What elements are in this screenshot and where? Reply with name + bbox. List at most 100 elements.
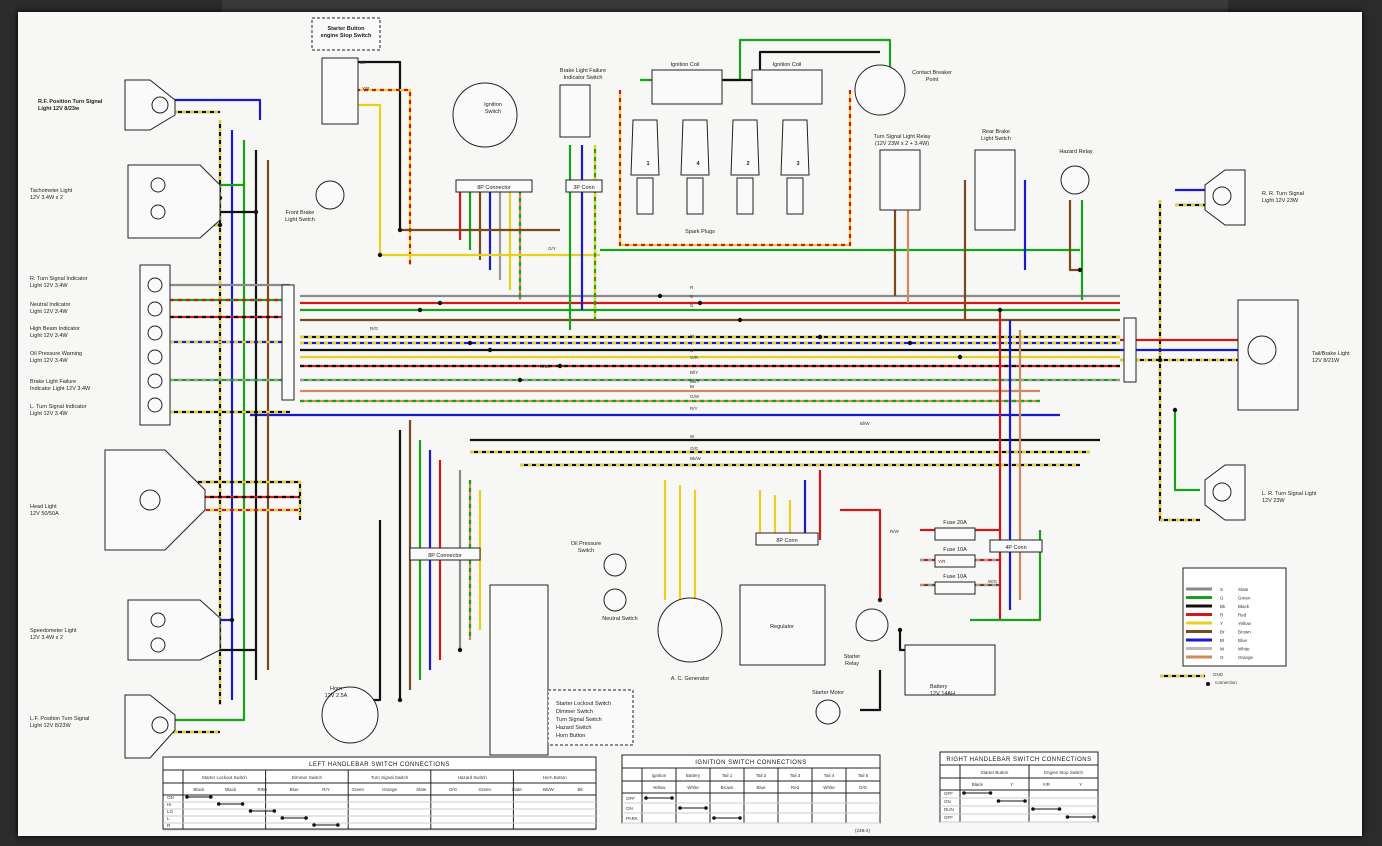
table-col-header: O/G [449, 787, 458, 792]
color-code-abbrev: Bl [1220, 638, 1224, 643]
headlight-label-line-1: 12V 50/50A [30, 511, 59, 517]
hb-switches-label-line-3: Hazard Switch [556, 725, 591, 731]
wire-label: Y/R [362, 86, 370, 91]
tail-brake-label-line-1: 12V 8/21W [1312, 358, 1340, 364]
lr-turn-label-line-0: L. R. Turn Signal Light [1262, 491, 1317, 497]
8p-connector-left [281, 284, 295, 401]
color-code-name: Green [1238, 596, 1251, 601]
wire-label: Bl [690, 334, 694, 339]
table-row-label: HI [167, 802, 172, 807]
table-col-header: Yellow [653, 785, 667, 790]
connection-dot [253, 209, 259, 215]
indicator-bulb-2 [147, 301, 163, 317]
ac-gen-label: A. C. Generator [671, 676, 710, 682]
connection-dot [377, 252, 383, 258]
table-col-header: Blue [756, 785, 766, 790]
starter-motor-label: Starter Motor [812, 690, 844, 696]
oil-switch-label-line-1: Switch [578, 548, 594, 554]
brake-fail-ind-label-line-0: Brake Light Failure [30, 379, 76, 385]
l-turn-ind-label-line-0: L. Turn Signal Indicator [30, 404, 87, 410]
connection-dot [517, 377, 523, 383]
starter-bk [340, 60, 402, 230]
table-connection-dot [996, 799, 1001, 803]
spark-plug-number: 1 [646, 161, 649, 167]
table-col-header: Blue [290, 787, 300, 792]
starter-stop-label-line-0: Starter Button [328, 26, 366, 32]
connection-dot [397, 697, 403, 703]
hb-switches-label-line-4: Horn Button [556, 733, 585, 739]
8p-connector-top [455, 179, 533, 193]
connection-dot [817, 334, 823, 340]
connection-dot [957, 354, 963, 360]
brake-fail-ind-label-line-1: Indicator Light 12V 3.4W [30, 386, 91, 392]
tacho-label-line-1: 12V 3.4W x 2 [30, 195, 63, 201]
oil-switch-label-line-0: Oil Pressure [571, 541, 601, 547]
table-group-header: Tail 5 [858, 773, 869, 778]
4p-connector [989, 539, 1043, 553]
starter-motor [815, 699, 841, 725]
table-group-header: Tail 3 [790, 773, 801, 778]
wire-label: R/Y [690, 406, 698, 411]
table-col-header: Slate [511, 787, 522, 792]
wire-label: G [690, 303, 694, 308]
tacho-bulb-1 [150, 177, 166, 193]
color-code-name: Slate [1238, 587, 1249, 592]
table-group-header: Horn Button [543, 775, 568, 780]
lf-turn-bulb [151, 716, 169, 734]
wire-label: R/W [890, 529, 900, 534]
table-col-header: Orange [382, 787, 398, 792]
table-connection-dot [1031, 807, 1035, 811]
rr-turn-label-line-0: R. R. Turn Signal [1262, 191, 1304, 197]
rf-turn-bulb [151, 96, 169, 114]
battery [904, 644, 996, 696]
neutral-ind-label-line-1: Light 12V 3.4W [30, 309, 68, 315]
8p-mid-label: 8P Connector [428, 553, 462, 559]
table-col-header: Bk/W [543, 787, 555, 792]
tail-brake-bulb [1247, 335, 1277, 365]
color-code-abbrev: O [1220, 655, 1224, 660]
connection-dot [997, 307, 1003, 313]
spark-plug-number: 4 [696, 161, 700, 167]
starter-motor [860, 670, 882, 712]
handlebar-switch-box [547, 689, 634, 746]
table-connection-dot [216, 802, 221, 806]
rf-turn-feed [150, 98, 262, 120]
spark-plug-number: 2 [746, 161, 749, 167]
indicator-bulb-1 [147, 277, 163, 293]
color-code-abbrev: W [1220, 647, 1225, 652]
table-connection-dot [1057, 807, 1062, 811]
indicator-bulb-6 [147, 397, 163, 413]
neutral-ind-label-line-0: Neutral Indicator [30, 302, 71, 308]
left-table-title: LEFT HANDLEBAR SWITCH CONNECTIONS [309, 762, 450, 768]
high-beam-ind-label-line-0: High Beam Indicator [30, 326, 80, 332]
color-code-name: White [1238, 647, 1250, 652]
table-col-header: Red [791, 785, 800, 790]
starter-yr-stripe [340, 88, 412, 265]
table-connection-dot [280, 816, 285, 820]
connection-dot [397, 227, 403, 233]
color-code-name: Black [1238, 604, 1250, 609]
wire-label: G/R [690, 355, 699, 360]
contact-breaker-label-line-1: Point [926, 77, 939, 83]
8p-connector-gen [755, 532, 819, 546]
connection-label: connection [1215, 680, 1237, 685]
fuse-10a-1 [934, 554, 976, 568]
diagram-number: (24B-2) [855, 828, 871, 833]
starter-y [340, 103, 382, 255]
rr-turn-label-line-1: Light 12V 23W [1262, 198, 1299, 204]
table-group-header: Tail 1 [722, 773, 733, 778]
connection-dot [1077, 267, 1083, 273]
brake-fail-switch-label-line-0: Brake Light Failure [560, 68, 606, 74]
neutral-switch [603, 588, 627, 612]
table-row-label: ON [167, 795, 174, 800]
table-group-header: Starter Button [981, 770, 1009, 775]
spark-plug-1 [630, 119, 660, 176]
color-code-name: Brown [1238, 630, 1251, 635]
table-connection-dot [312, 823, 316, 827]
table-connection-dot [1092, 815, 1096, 819]
color-code-abbrev: Bk [1220, 604, 1226, 609]
table-connection-dot [248, 809, 253, 813]
legend-connection-dot [1206, 682, 1210, 686]
table-group-header: Tail 2 [756, 773, 767, 778]
